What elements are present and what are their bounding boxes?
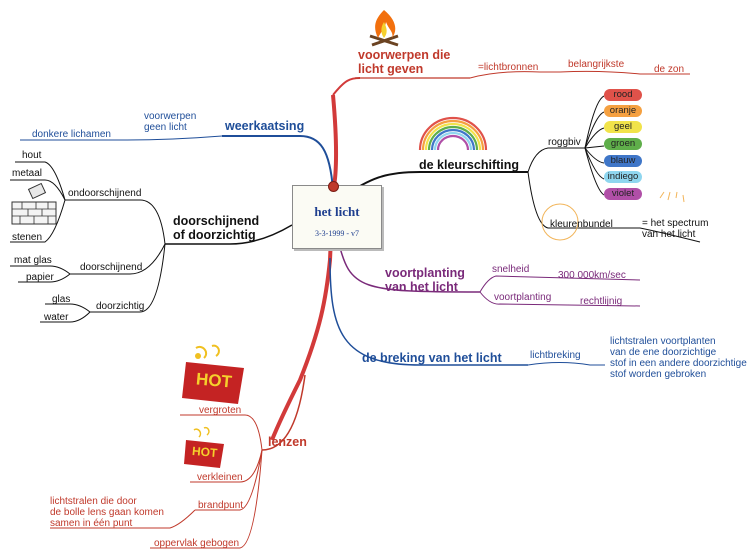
node-belangrijkste[interactable]: belangrijkste bbox=[568, 59, 625, 70]
branch-voortplanting-title[interactable]: voortplanting van het licht bbox=[385, 266, 465, 294]
node-donkere-lichamen[interactable]: donkere lichamen bbox=[32, 129, 111, 140]
connector-lichtbronnen bbox=[469, 71, 560, 79]
branch-doorschijnend-title[interactable]: doorschijnend of doorzichtig bbox=[173, 214, 260, 242]
node-rechtlijnig[interactable]: rechtlijnig bbox=[580, 296, 623, 307]
color-pill-indiego[interactable]: indiego bbox=[604, 171, 642, 183]
connector-voortplanting bbox=[337, 239, 481, 293]
node-speed[interactable]: 300 000km/sec bbox=[558, 270, 626, 281]
node-hout[interactable]: hout bbox=[22, 150, 42, 161]
connector-weerkaatsing bbox=[222, 135, 334, 191]
brick-wall-icon bbox=[11, 182, 57, 225]
node-de-zon[interactable]: de zon bbox=[654, 64, 685, 75]
connector-belangrijkste bbox=[559, 70, 690, 75]
node-papier[interactable]: papier bbox=[26, 272, 54, 283]
hot-label-1: HOT bbox=[195, 369, 233, 392]
node-lichtbreking[interactable]: lichtbreking bbox=[530, 350, 581, 361]
node-kleurenbundel[interactable]: kleurenbundel bbox=[550, 219, 613, 230]
node-breking-desc[interactable]: lichtstralen voortplanten van de ene doo… bbox=[610, 336, 747, 380]
connector-lenzen bbox=[261, 374, 306, 451]
central-red-ribbon-2 bbox=[332, 77, 361, 96]
connector-kleurenbundel bbox=[527, 171, 701, 243]
branch-weerkaatsing-title[interactable]: weerkaatsing bbox=[225, 119, 305, 133]
connector-breking bbox=[329, 257, 528, 366]
color-pill-blauw[interactable]: blauw bbox=[604, 155, 642, 167]
node-brandpunt-desc[interactable]: lichtstralen die door de bolle lens gaan… bbox=[50, 496, 164, 529]
node-metaal[interactable]: metaal bbox=[12, 168, 43, 179]
branch-voorwerpen-title[interactable]: voorwerpen die licht geven bbox=[358, 48, 451, 76]
node-mat-glas[interactable]: mat glas bbox=[14, 255, 52, 266]
hot-label-2: HOT bbox=[191, 443, 218, 461]
node-voortplanting[interactable]: voortplanting bbox=[494, 292, 552, 303]
node-lichtbronnen[interactable]: =lichtbronnen bbox=[478, 62, 539, 73]
branch-kleurschifting-title[interactable]: de kleurschifting bbox=[419, 158, 520, 172]
rainbow-icon bbox=[418, 116, 488, 151]
color-pill-geel[interactable]: geel bbox=[604, 121, 642, 133]
campfire-icon bbox=[369, 10, 399, 47]
node-ondoorschijnend[interactable]: ondoorschijnend bbox=[68, 188, 142, 199]
connector-doorschijnend bbox=[165, 224, 293, 245]
node-roggbiv[interactable]: roggbiv bbox=[548, 137, 581, 148]
node-verkleinen[interactable]: verkleinen bbox=[197, 472, 243, 483]
hot-sticker-icon-2 bbox=[184, 426, 224, 468]
node-glas[interactable]: glas bbox=[52, 294, 71, 305]
branch-breking-title[interactable]: de breking van het licht bbox=[362, 351, 502, 365]
color-pill-groen[interactable]: groen bbox=[604, 138, 642, 150]
pushpin-icon bbox=[328, 181, 339, 192]
node-doorzichtig[interactable]: doorzichtig bbox=[96, 301, 145, 312]
center-topic-card[interactable]: het licht 3-3-1999 - v7 bbox=[292, 185, 382, 249]
node-stenen[interactable]: stenen bbox=[12, 232, 43, 243]
node-water[interactable]: water bbox=[44, 312, 69, 323]
connector-roggbiv bbox=[527, 147, 585, 173]
branch-lenzen-title[interactable]: lenzen bbox=[268, 435, 307, 449]
center-topic-title: het licht bbox=[314, 204, 360, 219]
center-topic-date: 3-3-1999 - v7 bbox=[315, 229, 359, 238]
node-snelheid[interactable]: snelheid bbox=[492, 264, 530, 275]
sun-sketch-icon bbox=[541, 191, 685, 241]
node-spectrum[interactable]: = het spectrum van het licht bbox=[642, 218, 709, 240]
node-doorschijnend[interactable]: doorschijnend bbox=[80, 262, 143, 273]
node-oppervlak[interactable]: oppervlak gebogen bbox=[154, 538, 240, 549]
node-brandpunt[interactable]: brandpunt bbox=[198, 500, 244, 511]
central-red-ribbon bbox=[270, 94, 339, 441]
color-pill-violet[interactable]: violet bbox=[604, 188, 642, 200]
node-vergroten[interactable]: vergroten bbox=[199, 405, 242, 416]
node-voorwerpen-geen-licht[interactable]: voorwerpen geen licht bbox=[144, 111, 197, 133]
color-pill-oranje[interactable]: oranje bbox=[604, 105, 642, 117]
hot-sticker-icon-1 bbox=[182, 344, 244, 404]
color-pill-rood[interactable]: rood bbox=[604, 89, 642, 101]
